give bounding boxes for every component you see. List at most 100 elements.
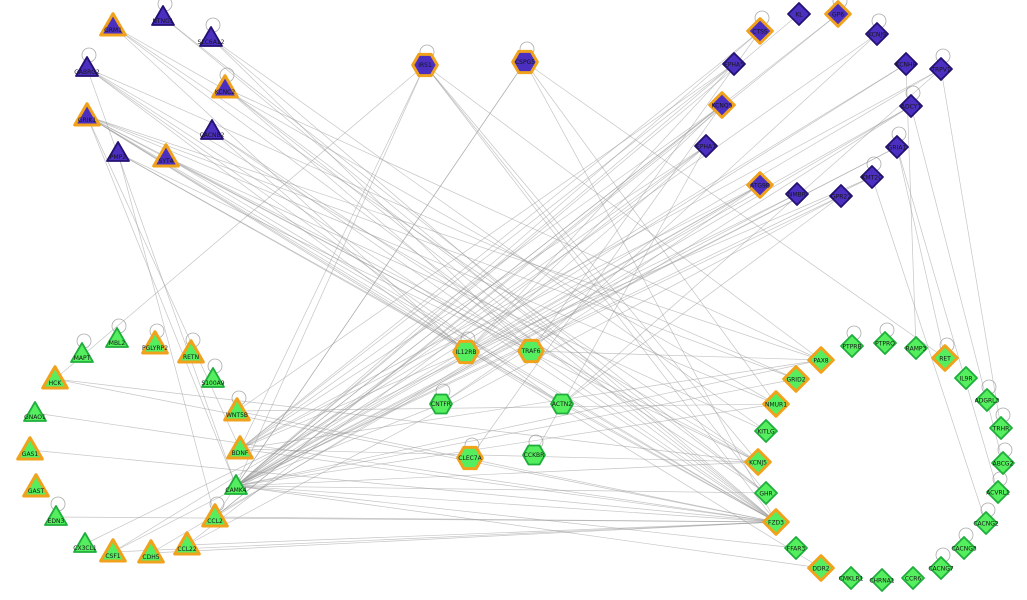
- hexagon-node-shape[interactable]: [517, 338, 545, 364]
- diamond-node-shape[interactable]: [694, 134, 718, 158]
- node-CSPG5[interactable]: CSPG5: [511, 49, 539, 75]
- node-ATG9B[interactable]: ATG9B: [746, 171, 774, 199]
- node-NTNG1[interactable]: NTNG1: [151, 5, 175, 26]
- diamond-node-shape[interactable]: [708, 91, 736, 119]
- node-ACTN2[interactable]: ACTN2: [550, 393, 574, 415]
- node-HCK[interactable]: HCK: [41, 365, 69, 390]
- node-FFAR3[interactable]: FFAR3: [784, 536, 808, 560]
- diamond-node-shape[interactable]: [785, 182, 809, 206]
- diamond-node-shape[interactable]: [865, 22, 889, 46]
- triangle-node-shape[interactable]: [105, 327, 129, 348]
- diamond-node-shape[interactable]: [824, 0, 852, 28]
- node-GRID2[interactable]: GRID2: [782, 365, 810, 393]
- node-CX3CL1[interactable]: CX3CL1: [73, 532, 97, 553]
- triangle-node-shape[interactable]: [223, 397, 251, 422]
- node-KITLG[interactable]: KITLG: [754, 419, 778, 443]
- diamond-node-shape[interactable]: [787, 2, 811, 26]
- diamond-node-shape[interactable]: [989, 416, 1013, 440]
- diamond-node-shape[interactable]: [975, 388, 999, 412]
- triangle-node-shape[interactable]: [44, 505, 68, 526]
- triangle-node-shape[interactable]: [106, 141, 130, 162]
- triangle-node-shape[interactable]: [99, 12, 127, 37]
- triangle-node-shape[interactable]: [73, 532, 97, 553]
- node-CMKLR1[interactable]: CMKLR1: [839, 566, 864, 590]
- triangle-node-shape[interactable]: [23, 401, 47, 422]
- hexagon-node-shape[interactable]: [429, 393, 453, 415]
- diamond-node-shape[interactable]: [722, 52, 746, 76]
- diamond-node-shape[interactable]: [782, 365, 810, 393]
- triangle-node-shape[interactable]: [177, 339, 205, 364]
- triangle-node-shape[interactable]: [226, 435, 254, 460]
- node-CACNG3[interactable]: CACNG3: [951, 536, 977, 560]
- node-PAX8[interactable]: PAX8: [807, 346, 835, 374]
- triangle-node-shape[interactable]: [16, 436, 44, 461]
- diamond-node-shape[interactable]: [873, 331, 897, 355]
- diamond-node-shape[interactable]: [952, 536, 976, 560]
- node-WNT5B[interactable]: WNT5B: [223, 397, 251, 422]
- triangle-node-shape[interactable]: [199, 26, 223, 47]
- node-KCNC2[interactable]: KCNC2: [211, 74, 239, 99]
- node-MBL2[interactable]: MBL2: [105, 327, 129, 348]
- diamond-node-shape[interactable]: [744, 448, 772, 476]
- node-RET[interactable]: RET: [931, 344, 959, 372]
- node-NMUR1[interactable]: NMUR1: [762, 390, 790, 418]
- node-GNAO1[interactable]: GNAO1: [23, 401, 47, 422]
- node-ACVRL1[interactable]: ACVRL1: [986, 480, 1010, 504]
- diamond-node-shape[interactable]: [762, 390, 790, 418]
- diamond-node-shape[interactable]: [762, 508, 790, 536]
- diamond-node-shape[interactable]: [746, 17, 774, 45]
- node-TRHR[interactable]: TRHR: [989, 416, 1013, 440]
- diamond-node-shape[interactable]: [807, 346, 835, 374]
- node-CNTFR[interactable]: CNTFR: [429, 393, 453, 415]
- node-CSF1[interactable]: CSF1: [99, 538, 127, 563]
- hexagon-node-shape[interactable]: [522, 444, 546, 466]
- node-KCNJ5[interactable]: KCNJ5: [744, 448, 772, 476]
- triangle-node-shape[interactable]: [99, 538, 127, 563]
- node-SYT4[interactable]: SYT4: [152, 143, 180, 168]
- node-DDR2[interactable]: DDR2: [807, 554, 835, 582]
- triangle-node-shape[interactable]: [224, 474, 248, 495]
- diamond-node-shape[interactable]: [904, 336, 928, 360]
- node-TRPV1[interactable]: TRPV1: [929, 57, 953, 81]
- diamond-node-shape[interactable]: [754, 419, 778, 443]
- node-IL12RB[interactable]: IL12RB: [452, 339, 480, 365]
- node-ADGRL3[interactable]: ADGRL3: [975, 388, 1000, 412]
- diamond-node-shape[interactable]: [746, 171, 774, 199]
- node-CHRNA1[interactable]: CHRNA1: [869, 568, 895, 592]
- diamond-node-shape[interactable]: [974, 511, 998, 535]
- node-IRS1[interactable]: IRS1: [411, 52, 439, 78]
- node-GRIK1[interactable]: GRIK1: [73, 102, 101, 127]
- diamond-node-shape[interactable]: [929, 556, 953, 580]
- node-NMBR[interactable]: NMBR: [785, 182, 809, 206]
- diamond-node-shape[interactable]: [840, 334, 864, 358]
- diamond-node-shape[interactable]: [829, 184, 853, 208]
- node-KCNJ9[interactable]: KCNJ9: [865, 22, 889, 46]
- node-PMP2[interactable]: PMP2: [106, 141, 130, 162]
- node-CCR6[interactable]: CCR6: [901, 566, 925, 590]
- diamond-node-shape[interactable]: [899, 94, 923, 118]
- diamond-node-shape[interactable]: [901, 566, 925, 590]
- node-KL[interactable]: KL: [787, 2, 811, 26]
- node-RETN[interactable]: RETN: [177, 339, 205, 364]
- node-GRIA1[interactable]: GRIA1: [885, 135, 909, 159]
- diamond-node-shape[interactable]: [929, 57, 953, 81]
- node-IL9R[interactable]: IL9R: [954, 366, 978, 390]
- node-S100A9[interactable]: S100A9: [201, 367, 225, 388]
- triangle-node-shape[interactable]: [173, 531, 201, 556]
- diamond-node-shape[interactable]: [839, 566, 863, 590]
- diamond-node-shape[interactable]: [991, 451, 1015, 475]
- node-CLEC7A[interactable]: CLEC7A: [456, 445, 484, 471]
- hexagon-node-shape[interactable]: [511, 49, 539, 75]
- node-FZD3[interactable]: FZD3: [762, 508, 790, 536]
- node-GAS1[interactable]: GAS1: [16, 436, 44, 461]
- diamond-node-shape[interactable]: [931, 344, 959, 372]
- node-ADCY1[interactable]: ADCY1: [899, 94, 923, 118]
- node-CCKBR[interactable]: CCKBR: [522, 444, 546, 466]
- diamond-node-shape[interactable]: [860, 165, 884, 189]
- triangle-node-shape[interactable]: [137, 539, 165, 564]
- diamond-node-shape[interactable]: [807, 554, 835, 582]
- hexagon-node-shape[interactable]: [550, 393, 574, 415]
- node-KCNH8[interactable]: KCNH8: [894, 52, 918, 76]
- node-SLC6A12[interactable]: SLC6A12: [198, 26, 225, 47]
- node-ABCG2[interactable]: ABCG2: [991, 451, 1015, 475]
